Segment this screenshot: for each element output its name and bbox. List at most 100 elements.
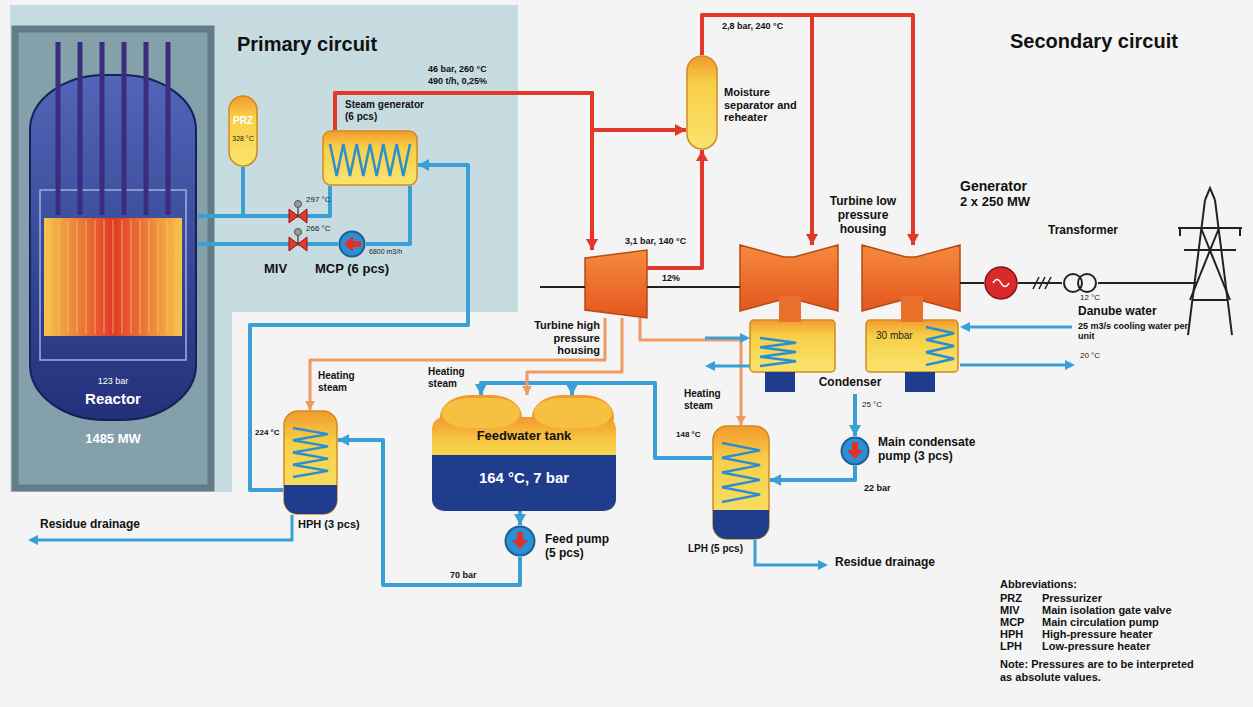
pipe-connector	[1018, 283, 1062, 284]
node-text: LPH (5 pcs)	[688, 543, 754, 555]
label-text: 148 °C	[676, 430, 710, 439]
label-text: 12 °C	[1080, 293, 1120, 302]
three-phase-wire	[1033, 277, 1197, 289]
label-text: 297 °C	[306, 195, 346, 204]
pipe-line	[335, 93, 686, 130]
label-text: High-pressure heater	[1042, 628, 1232, 641]
label-text: PRZ	[1000, 592, 1040, 605]
condensate-pump: Main condensate pump (3 pcs)	[840, 436, 870, 466]
condenser-neck	[779, 296, 923, 322]
label-text: 70 bar	[450, 570, 495, 580]
arrow-head	[522, 386, 532, 395]
pipe-connector	[849, 394, 861, 436]
node-text: 123 bar	[28, 376, 198, 386]
pressurizer-shape	[228, 95, 258, 167]
drainage-line	[28, 515, 828, 570]
arrow-head	[514, 514, 526, 525]
feedwater-tank-shape	[432, 395, 616, 511]
label-text: 12%	[662, 273, 692, 283]
pipe-line	[198, 242, 338, 246]
feed-pump: Feed pump (5 pcs)	[504, 525, 536, 557]
node-text: 2 x 250 MW	[960, 195, 1070, 210]
lp-turbine-shape	[740, 245, 960, 311]
pipe-connector	[198, 244, 338, 245]
label-text: Danube water	[1078, 305, 1198, 319]
pipe-line	[366, 186, 410, 244]
label-text: Abbreviations:	[1000, 578, 1150, 591]
pipe-connector	[250, 159, 468, 490]
hp-turbine: Turbine high pressure housing	[585, 250, 647, 318]
node-text: Generator	[960, 178, 1070, 194]
edge-label: Heating steam	[428, 366, 476, 389]
condenser: 30 mbarCondenser	[748, 320, 960, 394]
generator: Generator2 x 250 MW	[984, 266, 1018, 300]
label-text: HPH	[1000, 628, 1040, 641]
arrow-head	[806, 234, 818, 245]
label-text: MCP	[1000, 616, 1040, 629]
lp-heater: LPH (5 pcs)	[712, 425, 770, 540]
label-text: 25 °C	[862, 400, 902, 409]
pipe-line	[702, 15, 913, 245]
arrow-head	[566, 384, 578, 395]
pipe-line	[810, 15, 814, 245]
pipe-connector	[770, 466, 855, 486]
label-text: 20 °C	[1080, 351, 1120, 360]
pipe-line	[310, 318, 605, 410]
label-text: Low-pressure heater	[1042, 640, 1232, 653]
label-text: 224 °C	[255, 428, 285, 437]
pipe-connector	[475, 383, 712, 458]
transformer: Transformer	[1062, 272, 1098, 294]
arrow-head	[907, 234, 919, 245]
transformer-shape	[1062, 272, 1098, 294]
arrow-head	[475, 384, 487, 395]
label-text: Main isolation gate valve	[1042, 604, 1232, 617]
steam-generator: Steam generator (6 pcs)	[322, 130, 418, 186]
edge-label: Heating steam	[684, 388, 732, 411]
label-text: MIV	[1000, 604, 1040, 617]
node-text: Steam generator (6 pcs)	[345, 99, 433, 122]
label-text: MIV	[264, 262, 304, 277]
condensate-pump-shape	[840, 436, 870, 466]
pipe-line	[1018, 282, 1062, 284]
feed-pump-shape	[504, 525, 536, 557]
lp-heater-shape	[712, 425, 770, 540]
label-text: Pressurizer	[1042, 592, 1232, 605]
pipe-line	[338, 440, 520, 585]
node-text: Condenser	[810, 376, 890, 390]
pipe-connector	[338, 434, 520, 585]
node-text: Main condensate pump (3 pcs)	[878, 436, 993, 464]
feedwater-tank: Feedwater tank164 °C, 7 bar	[432, 395, 616, 511]
pipe-line	[335, 93, 592, 250]
pipe-line	[647, 150, 702, 268]
pipe-connector	[702, 15, 919, 245]
pipe-line	[640, 318, 741, 425]
pressurizer: PRZ328 °C	[228, 95, 258, 167]
node-text: HPH (3 pcs)	[298, 518, 380, 531]
reactor-vessel: 123 barReactor1485 MW	[28, 40, 198, 460]
pipe-line	[960, 282, 984, 284]
label-text: 25 m3/s cooling water per unit	[1078, 321, 1190, 342]
pipe-connector	[522, 318, 622, 395]
arrow-head	[305, 401, 315, 410]
edge-label: Heating steam	[318, 370, 366, 393]
node-text: Turbine high pressure housing	[520, 319, 600, 357]
label-text: Note: Pressures are to be interpreted as…	[1000, 658, 1205, 683]
label-text: LPH	[1000, 640, 1040, 653]
node-text: Feed pump (5 pcs)	[545, 533, 617, 561]
transmission-tower	[1178, 188, 1242, 335]
pipe-line	[527, 318, 622, 395]
cooling-water-line	[705, 322, 1075, 371]
pipe-line	[250, 165, 468, 490]
arrow-head	[849, 425, 861, 436]
arrow-head	[736, 416, 746, 425]
label-text: Secondary circuit	[1010, 30, 1240, 53]
circulation-pump: 6800 m3/hMCP (6 pcs)	[338, 230, 366, 258]
arrow-head	[696, 150, 708, 161]
node-text: Turbine low pressure housing	[819, 195, 907, 236]
moisture-separator-shape	[686, 55, 718, 150]
steam-generator-shape	[322, 130, 418, 186]
arrow-head	[338, 434, 349, 446]
node-text: 30 mbar	[876, 330, 924, 342]
pipe-connector	[366, 186, 410, 244]
